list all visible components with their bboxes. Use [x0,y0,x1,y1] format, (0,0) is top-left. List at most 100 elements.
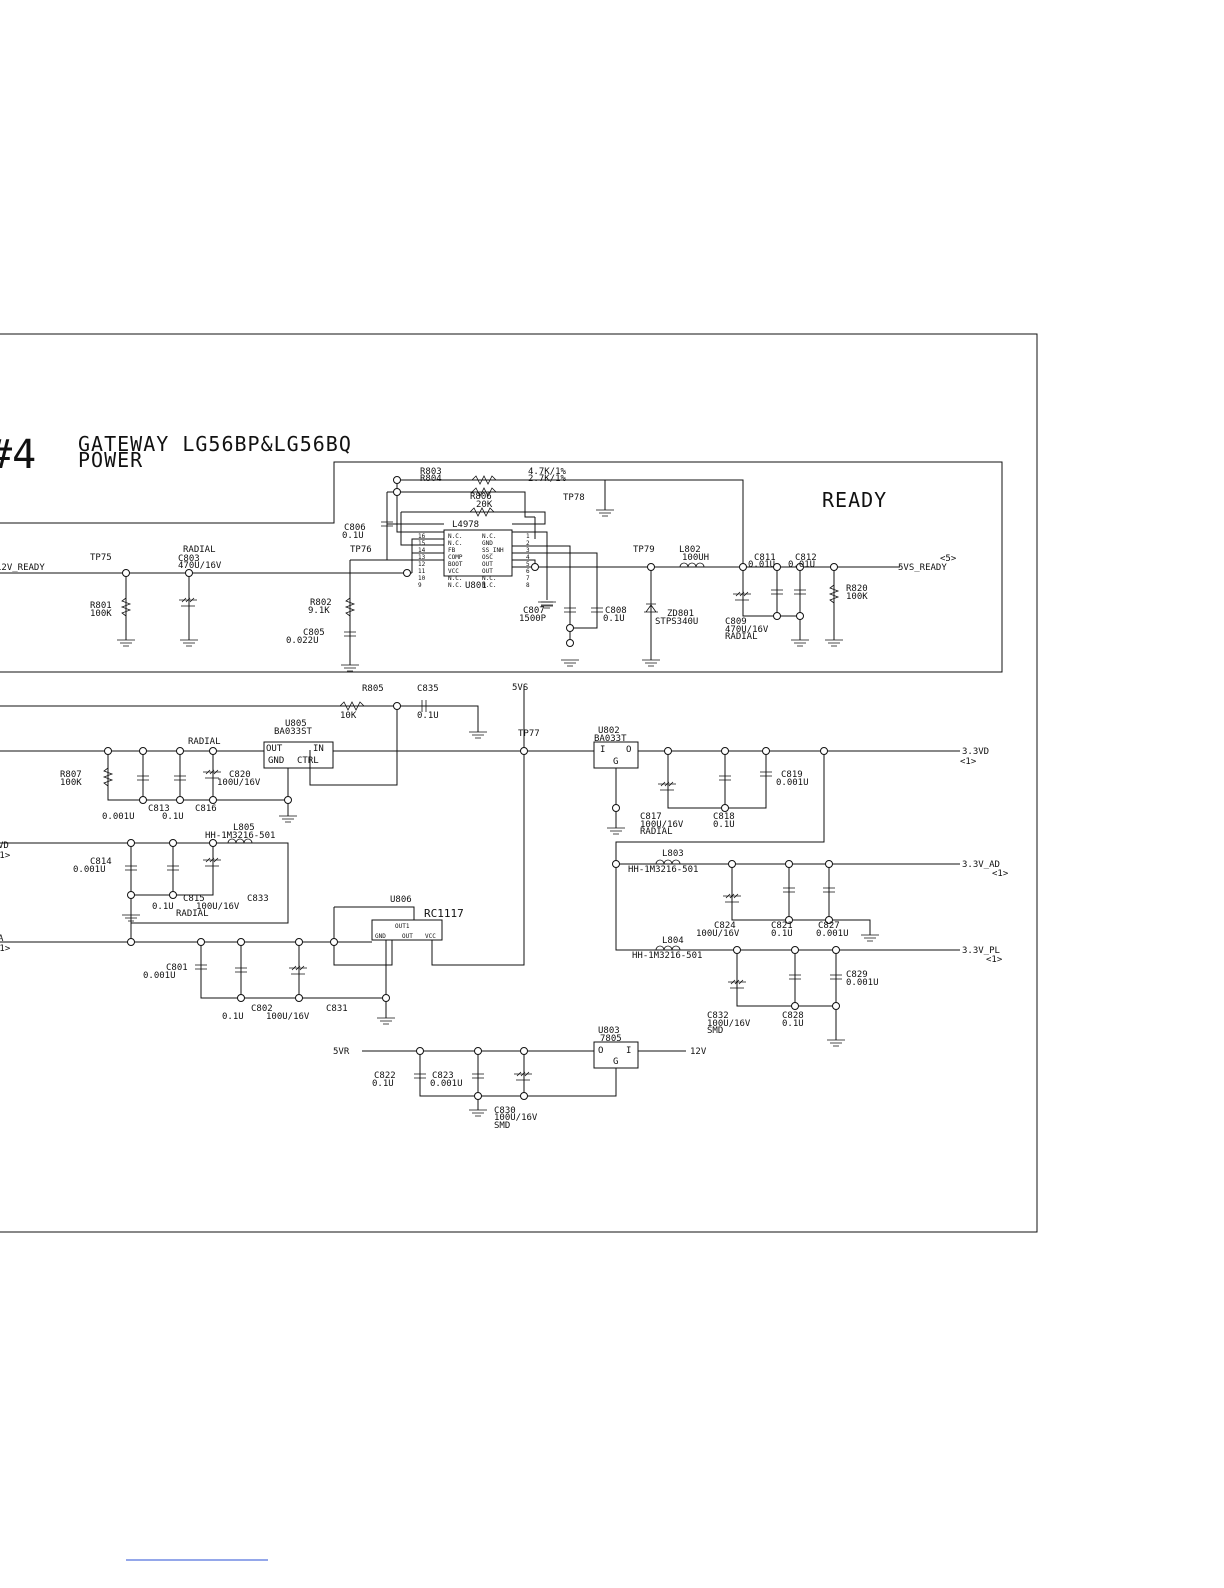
value-c807: 1500P [519,614,547,624]
value-c823: 0.001U [430,1079,463,1089]
net-vd: VD [0,841,9,851]
u801-pin-num-11: 11 [418,568,426,575]
net-a: A [0,934,4,944]
value-c812: 0.01U [788,560,815,570]
u801-pin-name-11: VCC [448,568,459,575]
ref-c820: C820 [229,770,251,780]
value-zd801: STPS340U [655,617,698,627]
ic-u805-body [263,741,334,769]
ref-c801: C801 [166,963,188,973]
wiring [0,479,960,1110]
net-5vr: 5VR [333,1047,350,1057]
u801-pin-name-7: N.C. [482,575,496,582]
symbols [102,475,879,1117]
value-c833: 100U/16V [196,902,240,912]
junctions [104,476,840,1100]
ref-r806: R806 [470,492,492,502]
ref-c809: C809 [725,617,747,627]
ref-c818: C818 [713,812,735,822]
value-c805: 0.022U [286,636,319,646]
u801-pin-name-15: N.C. [448,540,462,547]
u805-pin-ctrl: CTRL [297,756,319,766]
ref-tp79: TP79 [633,545,655,555]
schematic-subtitle: POWER [78,448,143,472]
section-label-ready: READY [822,488,887,512]
value-r802: 9.1K [308,606,330,616]
ref-c808: C808 [605,606,627,616]
ref-c806: C806 [344,523,366,533]
net-3v3-ad-tag: <1> [992,869,1009,879]
u802-pin-g: G [613,757,618,767]
u802-ref: U802 [598,726,620,736]
ref-c832: C832 [707,1011,729,1021]
u801-pin-num-3: 3 [526,547,530,554]
ref-l805: L805 [233,823,255,833]
ic-u801-body [443,529,513,577]
u801-pin-num-15: 15 [418,540,426,547]
ref-c816: C816 [195,804,217,814]
ic-u802-body [593,741,639,769]
u801-pin-num-4: 4 [526,554,530,561]
value-c817: 100U/16V [640,820,684,830]
u801-pin-name-8: N.C. [482,582,496,589]
u801-pin-name-16: N.C. [448,533,462,540]
note-c832: SMD [707,1026,723,1036]
u801-pin-num-6: 6 [526,568,530,575]
value-c821: 0.1U [771,929,793,939]
ref-l802: L802 [679,545,701,555]
ref-c823: C823 [432,1071,454,1081]
u805-pin-gnd: GND [268,756,284,766]
net-3v3-pl-tag: <1> [986,955,1003,965]
ref-c833: C833 [247,894,269,904]
u806-pin-out1: OUT1 [395,923,410,930]
note-c803: RADIAL [183,545,216,555]
u805-pin-in: IN [313,744,324,754]
u801-pin-name-9: N.C. [448,582,462,589]
value-c803: 470U/16V [178,561,222,571]
value-c808: 0.1U [603,614,625,624]
value-l804: HH-1M3216-501 [632,951,702,961]
value-c831: 100U/16V [266,1012,310,1022]
u803-pin-o: O [598,1046,603,1056]
ref-c814: C814 [90,857,112,867]
value-c819: 0.001U [776,778,809,788]
value-c830: 100U/16V [494,1113,538,1123]
value-c806: 0.1U [342,531,364,541]
sheet-number: #4 [0,432,36,478]
net-12v: 12V [690,1047,707,1057]
ref-r820: R820 [846,584,868,594]
value-c824: 100U/16V [696,929,740,939]
u801-pin-num-16: 16 [418,533,426,540]
ground-symbols [117,509,879,1117]
u801-pin-name-6: OUT [482,568,493,575]
ref-c831: C831 [326,1004,348,1014]
u806-pin-out: OUT [402,933,413,940]
value-c822: 0.1U [372,1079,394,1089]
ref-c829: C829 [846,970,868,980]
ref-tp75: TP75 [90,553,112,563]
u802-pin-o: O [626,745,631,755]
ref-c805: C805 [303,628,325,638]
u801-pin-num-14: 14 [418,547,426,554]
u801-pin-num-1: 1 [526,533,530,540]
ref-c803: C803 [178,554,200,564]
u801-pin-num-13: 13 [418,554,426,561]
note-c833: RADIAL [176,909,209,919]
u801-pin-num-2: 2 [526,540,530,547]
ref-l804: L804 [662,936,684,946]
u801-pin-name-5: OUT [482,561,493,568]
ref-c819: C819 [781,770,803,780]
ref-c828: C828 [782,1011,804,1021]
net-5vs: 5VS [512,683,528,693]
net-12v-ready: 12V_READY [0,563,45,573]
note-c820: RADIAL [188,737,221,747]
ref-c822: C822 [374,1071,396,1081]
ref-c815: C815 [183,894,205,904]
electrolytic-caps [179,591,751,1081]
frames [0,333,1038,1233]
u803-part: 7805 [600,1034,622,1044]
net-3v3d-tag: <1> [960,757,977,767]
ref-c802: C802 [251,1004,273,1014]
value-r803: 4.7K/1% [528,467,567,477]
u803-pin-g: G [613,1057,618,1067]
